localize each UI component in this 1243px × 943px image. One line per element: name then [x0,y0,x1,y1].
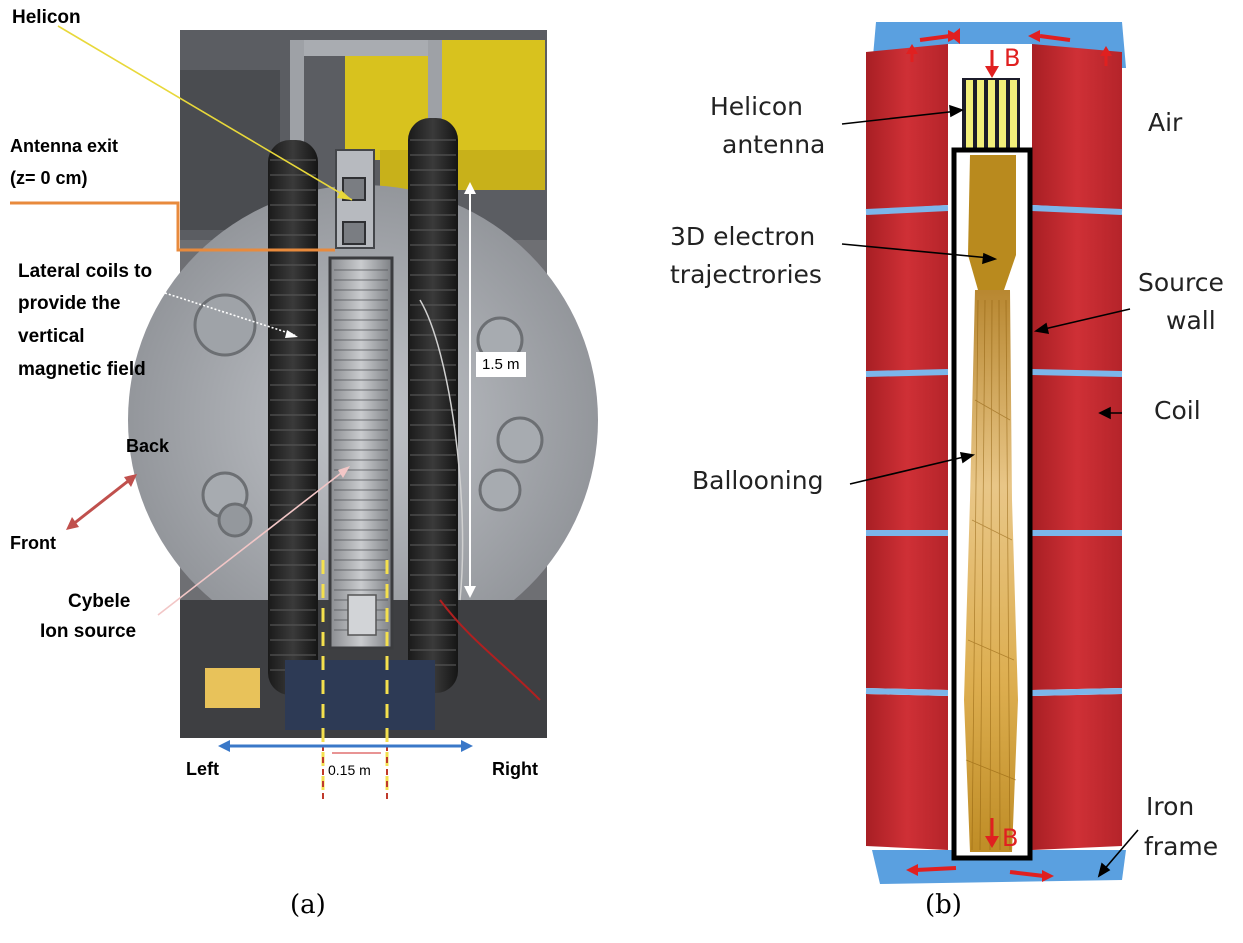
label-b-bottom: B [1002,824,1019,852]
label-3d-electron-1: 3D electron [670,222,816,251]
coil-right-stack [1031,44,1123,850]
label-lateral-coils-2: provide the [18,293,121,314]
label-antenna-exit: Antenna exit [10,136,119,156]
label-iron-frame-2: frame [1144,832,1219,861]
helicon-antenna-model [962,78,1020,150]
source-chamber-model [951,147,1033,861]
height-arrow [464,182,476,598]
label-lateral-coils-4: magnetic field [18,359,146,380]
caption-a: (a) [290,890,326,920]
label-antenna-exit-z: (z= 0 cm) [10,168,88,188]
label-cybele: Cybele [68,591,131,612]
label-right: Right [492,759,538,779]
label-ballooning: Ballooning [692,466,824,495]
simulation-model [865,22,1126,884]
label-air: Air [1148,108,1183,137]
label-left: Left [186,759,219,779]
label-source-wall-1: Source [1138,268,1224,297]
callout-lines-b [841,104,1139,878]
label-iron-frame-1: Iron [1146,792,1195,821]
label-ion-source: Ion source [40,621,137,642]
label-lateral-coils-1: Lateral coils to [18,261,153,282]
label-height-1-5m: 1.5 m [476,352,526,377]
coil-left-stack [865,44,949,850]
label-b-top: B [1004,44,1021,72]
label-width-0-15m: 0.15 m [328,762,371,778]
label-helicon-antenna-1: Helicon [710,92,803,121]
left-right-arrow [218,740,473,752]
callout-lines-a [10,25,353,616]
label-coil: Coil [1154,396,1201,425]
source-width-guides [321,560,389,800]
field-arrows [906,28,1112,882]
back-front-arrow [66,474,137,530]
label-helicon: Helicon [12,7,81,28]
label-lateral-coils-3: vertical [18,326,85,347]
label-helicon-antenna-2: antenna [722,130,826,159]
label-source-wall-2: wall [1166,306,1216,335]
label-front: Front [10,533,56,553]
label-3d-electron-2: trajectrories [670,260,822,289]
label-back: Back [126,436,170,456]
photo-cybele-setup [128,30,598,738]
caption-b: (b) [925,890,962,920]
